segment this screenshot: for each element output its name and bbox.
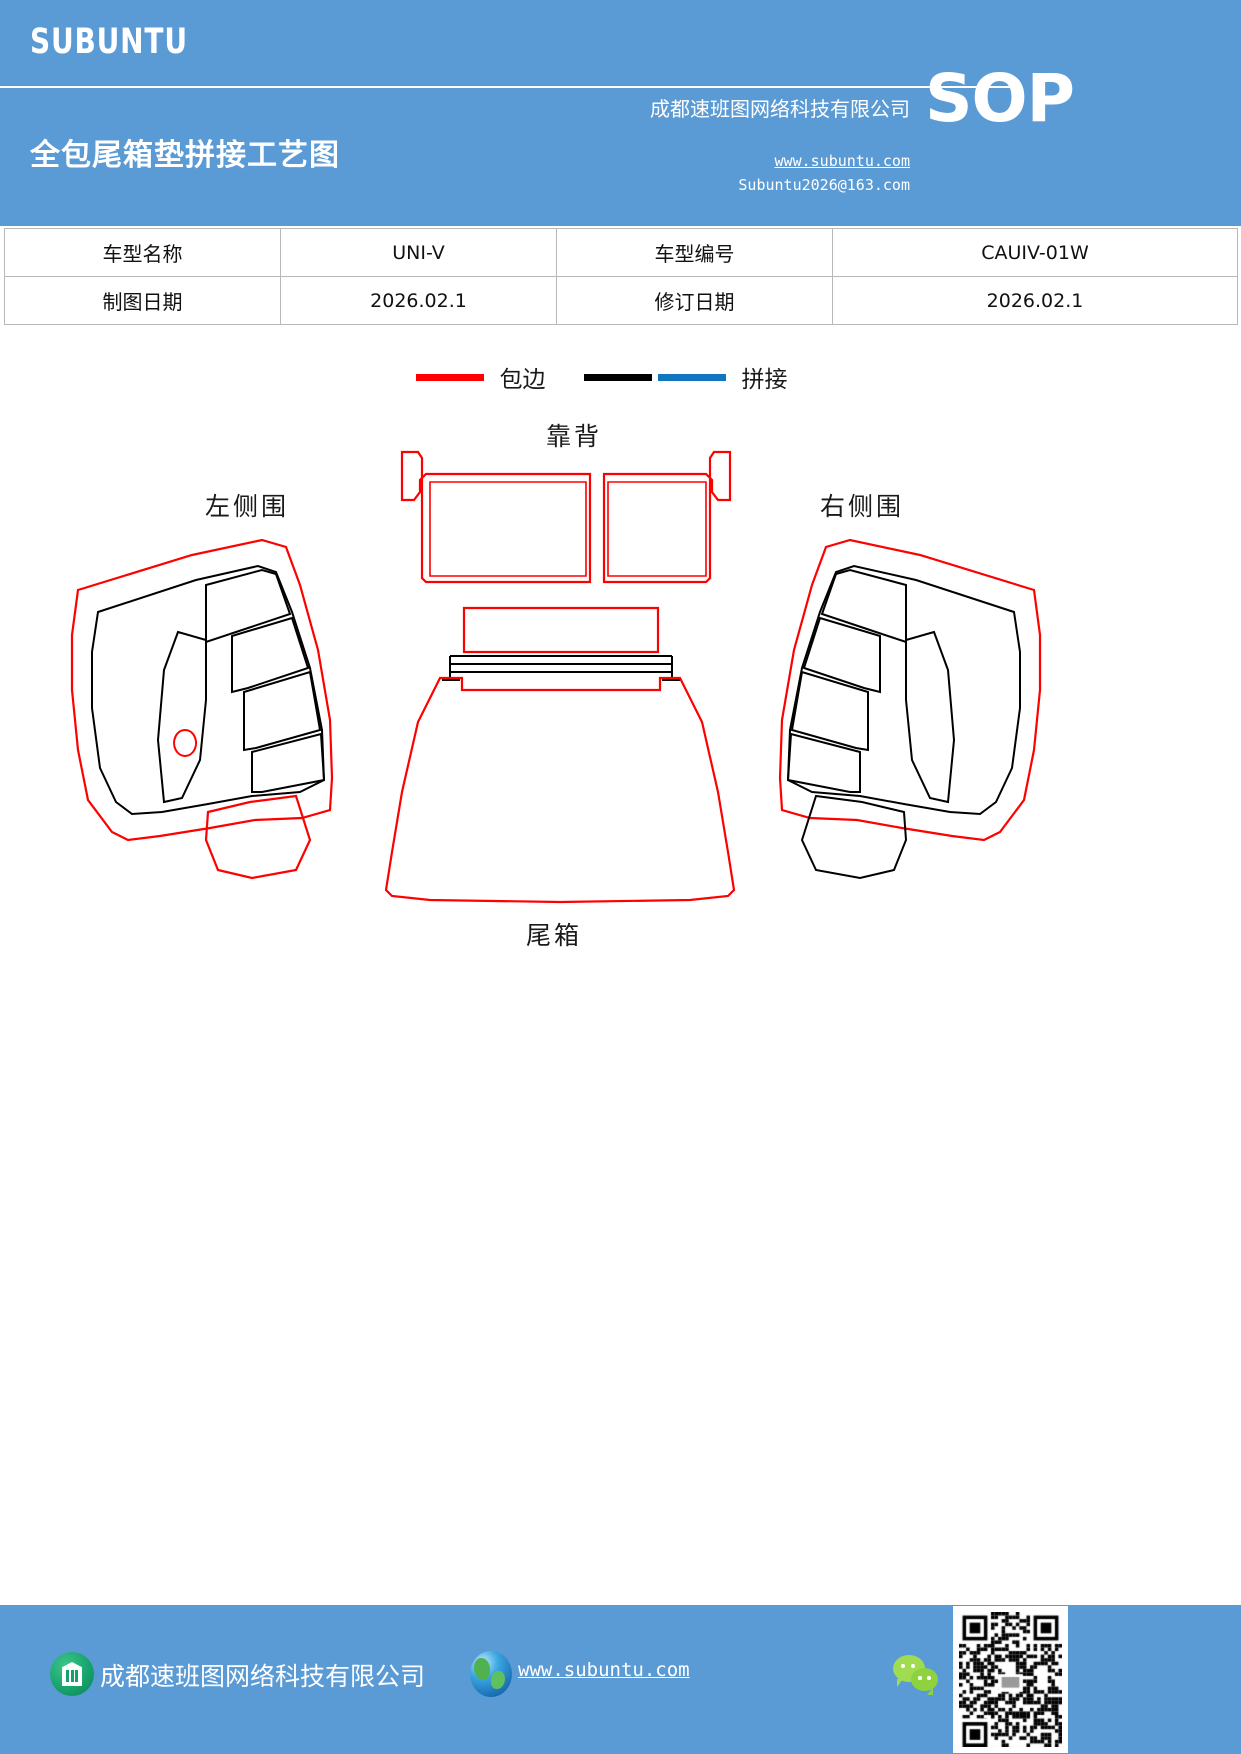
legend-item-seam: 拼接 bbox=[583, 360, 826, 394]
table-row: 车型名称 UNI-V 车型编号 CAUIV-01W bbox=[4, 228, 1238, 277]
page-header: SUBUNTU 成都速班图网络科技有限公司 SOP 全包尾箱垫拼接工艺图 www… bbox=[0, 0, 1241, 226]
header-divider bbox=[0, 86, 1010, 88]
sop-badge: SOP bbox=[925, 60, 1075, 137]
page-title: 全包尾箱垫拼接工艺图 bbox=[30, 138, 340, 173]
shape-backrest-right bbox=[602, 450, 732, 584]
wechat-dot bbox=[901, 1664, 905, 1668]
shape-backrest-left bbox=[400, 450, 592, 584]
page-footer: 成都速班图网络科技有限公司 www.subuntu.com bbox=[0, 1605, 1241, 1754]
left-panel-seam-mid-a bbox=[231, 616, 310, 694]
right-panel-seam-mid-a bbox=[802, 616, 881, 694]
right-panel-seam-mid-b bbox=[790, 670, 869, 752]
header-email[interactable]: Subuntu2026@163.com bbox=[738, 176, 910, 194]
part-label-backrest: 靠背 bbox=[546, 424, 603, 451]
backrest-right-binding bbox=[602, 450, 732, 584]
left-panel-seam-mid-b bbox=[243, 670, 322, 752]
part-label-trunk-floor: 尾箱 bbox=[526, 923, 583, 950]
globe-icon bbox=[470, 1651, 512, 1697]
footer-company-name: 成都速班图网络科技有限公司 bbox=[100, 1664, 426, 1691]
part-label-right-side-panel: 右侧围 bbox=[820, 494, 905, 521]
trunk-top-flap-binding bbox=[462, 606, 660, 654]
wechat-icon bbox=[893, 1655, 945, 1697]
wechat-bubble-front bbox=[911, 1668, 938, 1695]
vehicle-info-table: 车型名称 UNI-V 车型编号 CAUIV-01W 制图日期 2026.02.1… bbox=[4, 228, 1238, 325]
legend-label-seam: 拼接 bbox=[741, 367, 788, 392]
backrest-right-inner bbox=[607, 481, 707, 577]
cell-model-name-value: UNI-V bbox=[280, 228, 557, 277]
shape-left-side-panel bbox=[70, 538, 334, 880]
building-icon bbox=[50, 1652, 94, 1696]
qr-code-canvas bbox=[959, 1612, 1062, 1747]
legend-item-binding: 包边 bbox=[415, 360, 584, 394]
technical-drawing: 左侧围 靠背 尾箱 右侧围 bbox=[0, 400, 1241, 980]
wechat-dot bbox=[927, 1676, 931, 1680]
drawing-svg bbox=[70, 450, 1042, 904]
header-website-link[interactable]: www.subuntu.com bbox=[774, 152, 910, 170]
table-row: 制图日期 2026.02.1 修订日期 2026.02.1 bbox=[4, 276, 1238, 325]
right-panel-binding-outline bbox=[778, 538, 1042, 842]
left-panel-seam-center bbox=[156, 630, 207, 804]
shape-trunk-floor bbox=[384, 606, 736, 904]
wechat-dot bbox=[911, 1664, 915, 1668]
part-label-left-side-panel: 左侧围 bbox=[205, 494, 290, 521]
brand-logo: SUBUNTU bbox=[30, 22, 188, 62]
left-panel-seam-outline bbox=[91, 564, 326, 816]
legend-swatch-black-icon bbox=[583, 373, 652, 381]
legend-swatch-red-icon bbox=[415, 373, 484, 381]
cell-model-name-label: 车型名称 bbox=[4, 228, 281, 277]
backrest-left-binding bbox=[400, 450, 592, 584]
trunk-floor-binding bbox=[384, 676, 736, 904]
cell-revision-date-value: 2026.02.1 bbox=[832, 276, 1238, 325]
right-panel-seam-outline bbox=[786, 564, 1021, 816]
left-panel-binding-flap bbox=[204, 794, 312, 880]
legend: 包边 拼接 bbox=[0, 360, 1241, 394]
backrest-left-inner bbox=[429, 481, 587, 577]
wechat-dot bbox=[918, 1676, 922, 1680]
cell-revision-date-label: 修订日期 bbox=[556, 276, 833, 325]
legend-swatch-blue-icon bbox=[657, 373, 726, 381]
left-panel-binding-outline bbox=[70, 538, 334, 842]
qr-code-icon bbox=[953, 1606, 1068, 1753]
right-panel-seam-lower bbox=[786, 732, 861, 793]
shape-right-side-panel bbox=[778, 538, 1042, 880]
left-panel-binding-hole bbox=[173, 729, 198, 757]
footer-website-link[interactable]: www.subuntu.com bbox=[518, 1659, 690, 1681]
cell-draw-date-label: 制图日期 bbox=[4, 276, 281, 325]
right-panel-seam-center bbox=[905, 630, 956, 804]
legend-label-binding: 包边 bbox=[499, 367, 546, 392]
header-company-name: 成都速班图网络科技有限公司 bbox=[650, 99, 910, 121]
left-panel-seam-lower bbox=[251, 732, 326, 793]
cell-draw-date-value: 2026.02.1 bbox=[280, 276, 557, 325]
cell-model-code-label: 车型编号 bbox=[556, 228, 833, 277]
right-panel-seam-flap bbox=[800, 794, 908, 880]
cell-model-code-value: CAUIV-01W bbox=[832, 228, 1238, 277]
